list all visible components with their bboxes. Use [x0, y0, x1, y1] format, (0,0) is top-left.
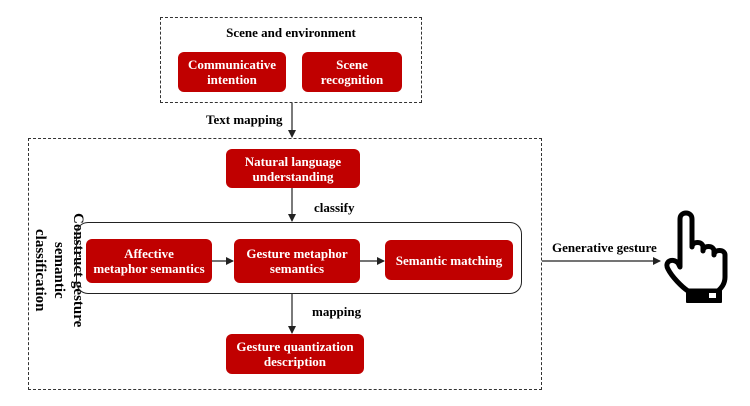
classify-label: classify: [314, 200, 355, 215]
text-mapping-label: Text mapping: [206, 112, 283, 127]
pointing-hand-icon: [664, 210, 728, 303]
scene-group: [160, 17, 422, 103]
generative-gesture-label: Generative gesture: [552, 240, 657, 255]
communicative-intention-box: Communicative intention: [178, 52, 286, 92]
classification-group: [28, 138, 542, 390]
gesture-quantization-box: Gesture quantization description: [226, 334, 364, 374]
semantic-matching-box: Semantic matching: [385, 240, 513, 280]
classification-side-label: Construct gesture semantic classificatio…: [32, 212, 86, 328]
mapping-label: mapping: [312, 304, 362, 319]
nlu-box: Natural language understanding: [226, 149, 360, 188]
semantic-row-container: [76, 222, 522, 294]
affective-metaphor-box: Affective metaphor semantics: [86, 239, 212, 283]
gesture-metaphor-box: Gesture metaphor semantics: [234, 239, 360, 283]
scene-recognition-box: Scene recognition: [302, 52, 402, 92]
scene-title: Scene and environment: [226, 25, 356, 40]
